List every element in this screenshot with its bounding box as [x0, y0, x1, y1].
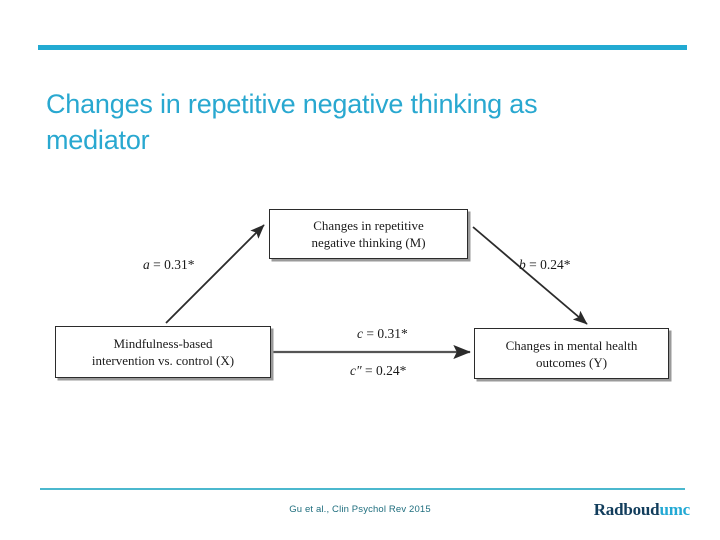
path-a-arrow — [165, 224, 265, 324]
node-outcome-line1: Changes in mental health — [505, 337, 638, 353]
citation: Gu et al., Clin Psychol Rev 2015 — [289, 504, 431, 515]
path-c-prime-label: c″ = 0.24* — [350, 363, 406, 379]
path-a-value: = 0.31* — [153, 257, 195, 272]
path-a-label: a = 0.31* — [143, 257, 195, 273]
logo-secondary-text: umc — [659, 500, 690, 519]
node-predictor-line2: intervention vs. control (X) — [91, 353, 235, 368]
path-b-variable: b — [519, 257, 526, 272]
path-c-label: c = 0.31* — [357, 326, 408, 342]
path-b-label: b = 0.24* — [519, 257, 571, 273]
node-outcome-line2: outcomes (Y) — [535, 354, 608, 370]
node-mediator-line1: Changes in repetitive — [313, 218, 424, 233]
path-b-arrow — [472, 226, 588, 325]
page-title: Changes in repetitive negative thinking … — [46, 89, 538, 155]
path-c-variable: c — [357, 326, 363, 341]
path-c-prime-variable: c″ — [350, 363, 362, 378]
path-a-variable: a — [143, 257, 150, 272]
node-outcome: Changes in mental health outcomes (Y) — [474, 328, 669, 379]
header-rule — [38, 45, 687, 50]
path-b-value: = 0.24* — [529, 257, 571, 272]
node-predictor-line1: Mindfulness-based — [113, 336, 213, 351]
node-mediator: Changes in repetitive negative thinking … — [269, 209, 468, 259]
node-predictor: Mindfulness-based intervention vs. contr… — [55, 326, 271, 378]
path-c-prime-value: = 0.24* — [365, 363, 407, 378]
diagram-arrows — [165, 224, 588, 360]
path-c-value: = 0.31* — [366, 326, 408, 341]
footer-rule — [40, 488, 685, 490]
node-mediator-line2: negative thinking (M) — [311, 235, 426, 250]
logo-primary-text: Radboud — [593, 500, 660, 519]
mediation-diagram: Changes in repetitive negative thinking … — [0, 185, 720, 400]
radboudumc-logo: Radboudumc — [594, 500, 690, 520]
